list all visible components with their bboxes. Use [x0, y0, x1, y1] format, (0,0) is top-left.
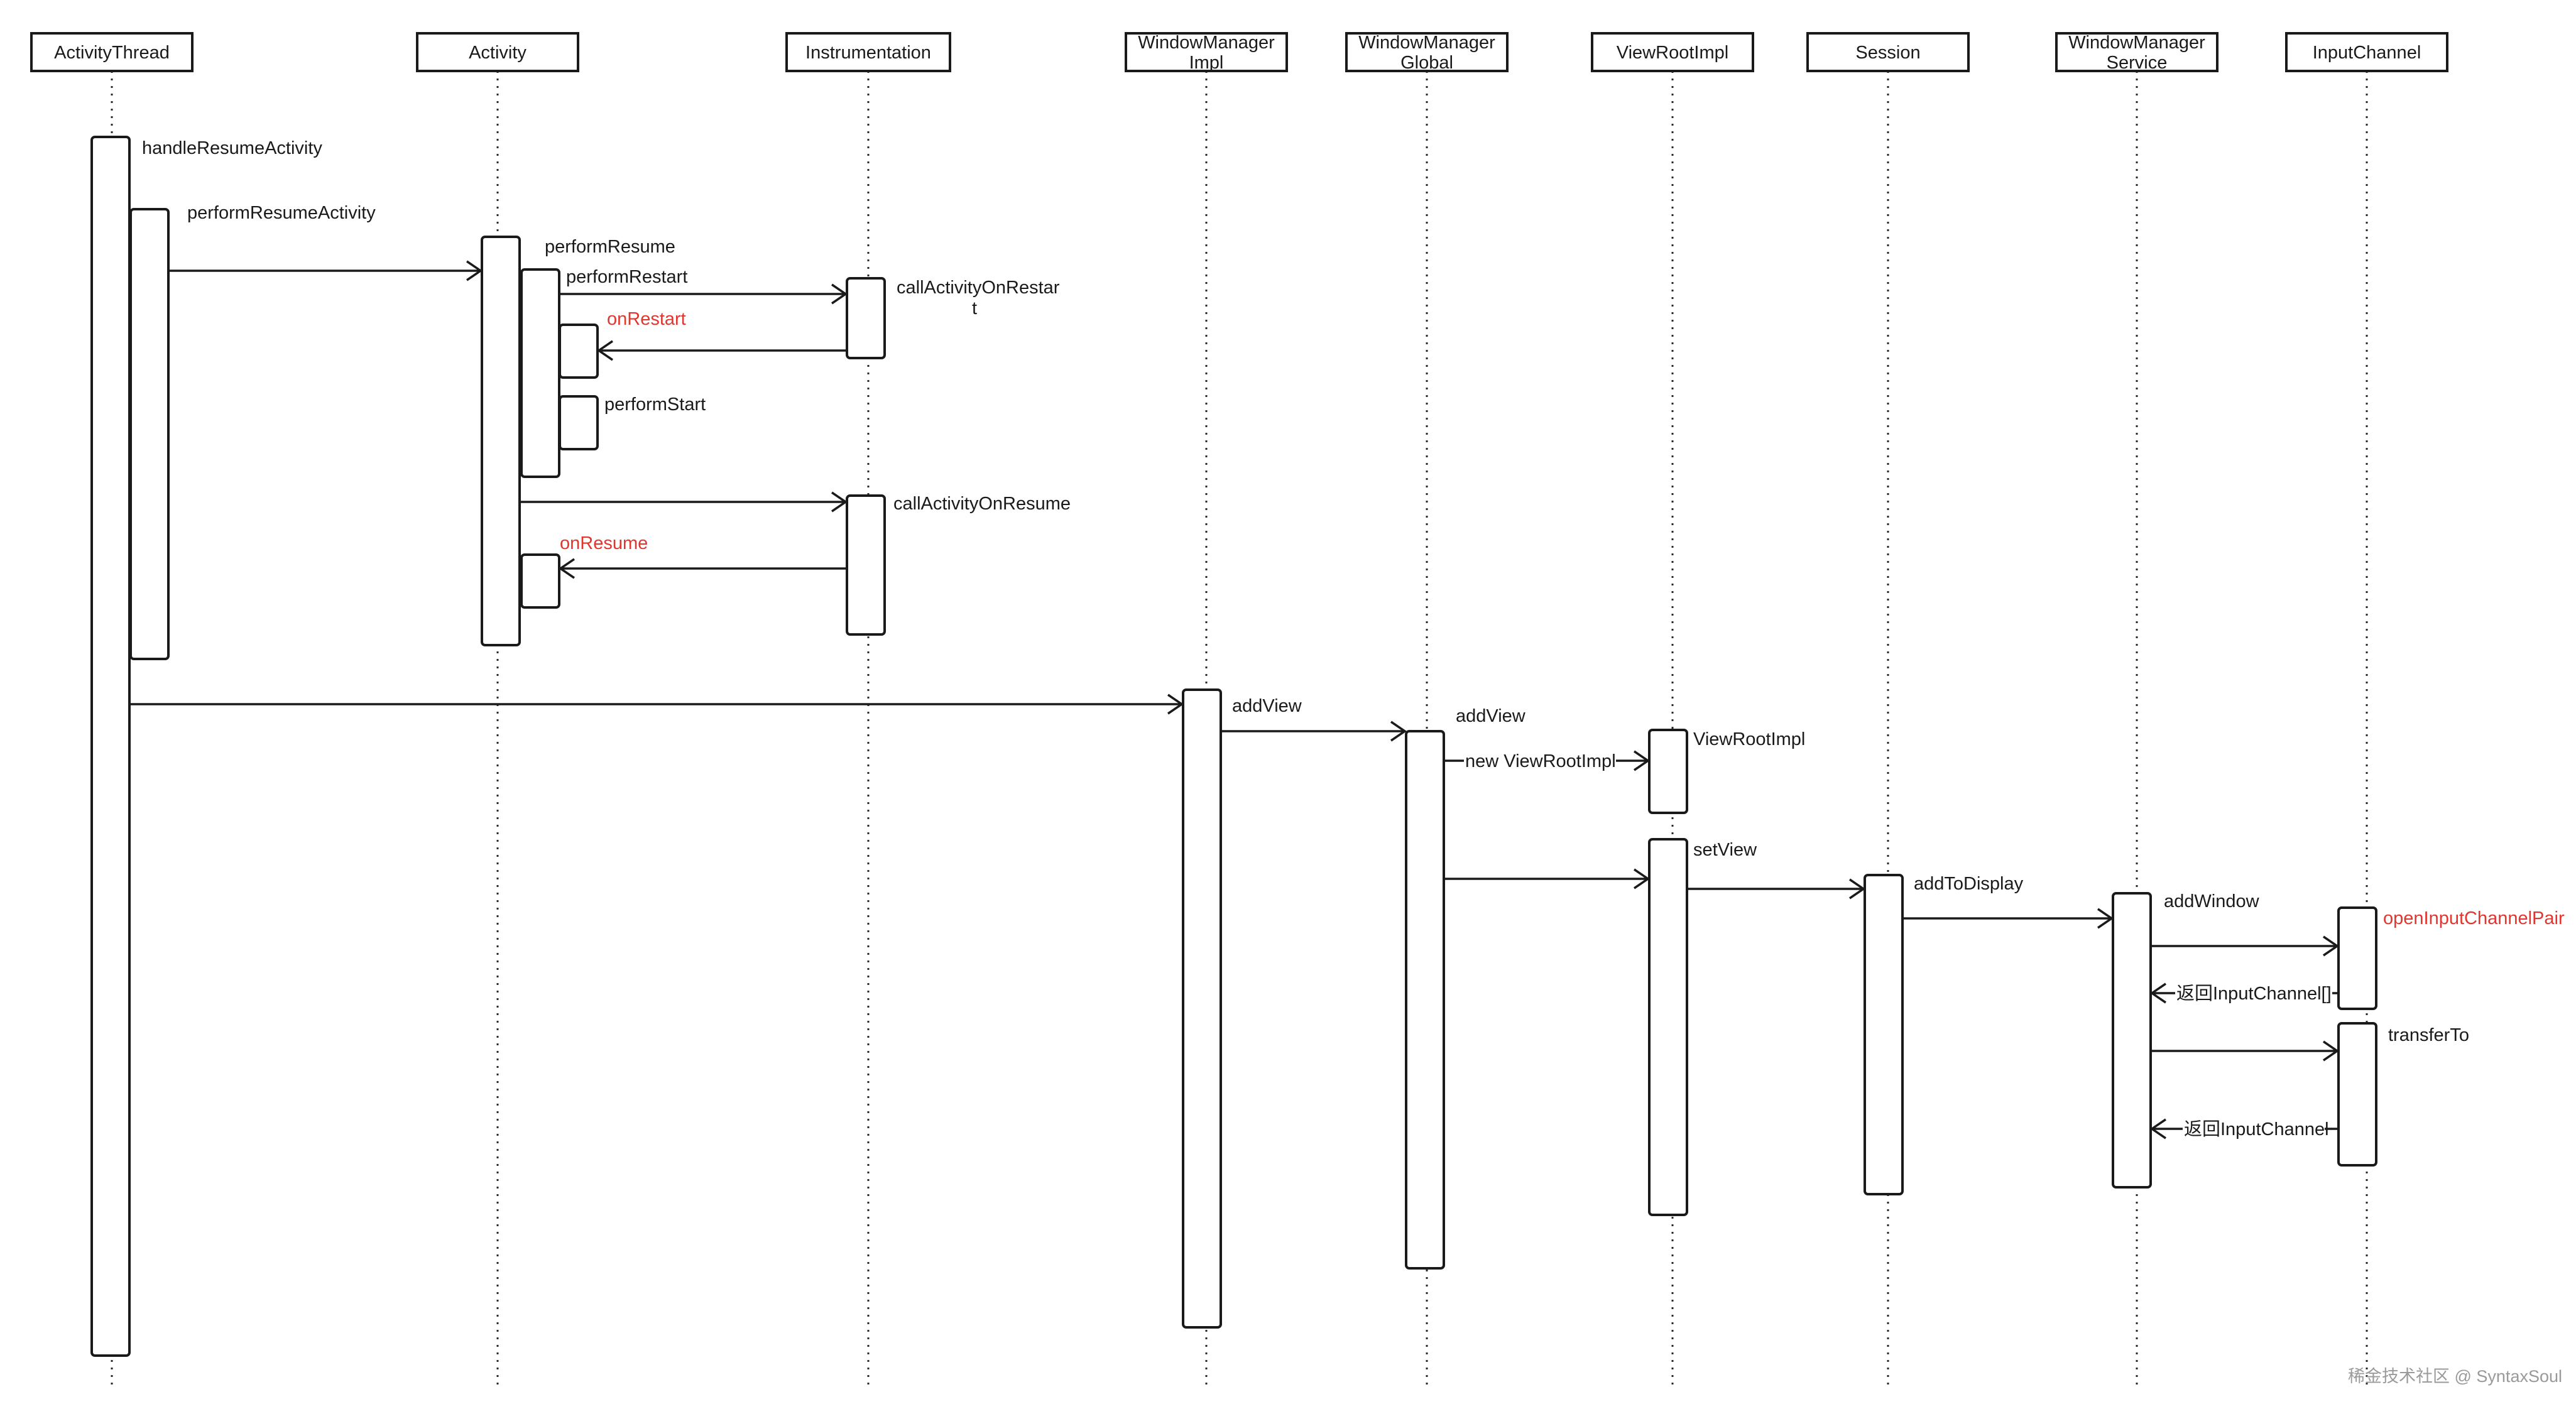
- label-new-view-root-impl: new ViewRootImpl: [1465, 751, 1616, 771]
- arrow-add-window: [1902, 908, 2114, 929]
- participant-input-channel: InputChannel: [2285, 32, 2448, 72]
- watermark: 稀金技术社区 @ SyntaxSoul: [2348, 1367, 2562, 1386]
- participant-label: InputChannel: [2313, 43, 2421, 63]
- label-perform-restart: performRestart: [566, 267, 687, 287]
- label-open-input-channel-pair: openInputChannelPair: [2383, 908, 2565, 928]
- activation-set-view: [1648, 838, 1688, 1216]
- arrow-return-input-channel-array: [2149, 982, 2339, 1004]
- label-add-window: addWindow: [2164, 891, 2260, 911]
- participant-label-line-2: Service: [2107, 53, 2168, 73]
- label-add-view-impl: addView: [1232, 696, 1302, 716]
- arrow-add-to-display: [1687, 878, 1866, 900]
- lifelines: [111, 71, 2368, 1388]
- activations: [90, 136, 2377, 1357]
- messages: [129, 260, 2340, 1140]
- label-add-to-display: addToDisplay: [1914, 874, 2024, 894]
- label-view-root-impl-created: ViewRootImpl: [1693, 729, 1805, 749]
- arrow-on-restart: [596, 340, 847, 361]
- participant-label: ActivityThread: [54, 43, 170, 63]
- activation-open-input-channel-pair: [2337, 906, 2377, 1010]
- activation-perform-restart: [520, 268, 560, 478]
- label-transfer-to: transferTo: [2388, 1025, 2469, 1045]
- activation-on-resume: [520, 553, 560, 609]
- label-return-input-channel-array: 返回InputChannel[]: [2176, 984, 2332, 1004]
- activation-handle-resume-activity: [90, 136, 131, 1357]
- activation-perform-start: [559, 395, 599, 450]
- participant-instrumentation: Instrumentation: [785, 32, 951, 72]
- participant-wm-impl: WindowManager Impl: [1125, 32, 1288, 73]
- arrow-on-resume: [558, 558, 847, 579]
- participant-label-line-2: Impl: [1189, 53, 1224, 73]
- activation-wm-impl-add-view: [1182, 688, 1222, 1329]
- arrow-new-view-root-impl: [1444, 750, 1651, 771]
- arrow-transfer-to: [2151, 1040, 2340, 1062]
- label-call-activity-on-resume: callActivityOnResume: [893, 494, 1071, 514]
- label-call-activity-on-restart-wrap: t: [972, 298, 977, 318]
- participant-label-line-2: Global: [1400, 53, 1453, 73]
- participant-label: Activity: [469, 43, 527, 63]
- arrow-set-view: [1444, 868, 1651, 889]
- participant-wm-global: WindowManager Global: [1345, 32, 1509, 73]
- participant-label-line-1: WindowManager: [2068, 33, 2205, 53]
- participant-activity: Activity: [416, 32, 579, 72]
- arrow-call-activity-on-restart: [559, 283, 848, 305]
- participant-session: Session: [1806, 32, 1970, 72]
- activation-transfer-to: [2337, 1022, 2377, 1167]
- arrow-return-input-channel: [2149, 1118, 2339, 1140]
- activation-wm-global-add-view: [1405, 730, 1445, 1270]
- arrow-open-input-channel-pair: [2151, 935, 2340, 957]
- participant-label: Instrumentation: [805, 43, 931, 63]
- label-return-input-channel: 返回InputChannel: [2184, 1119, 2329, 1140]
- activation-call-activity-on-restart: [846, 277, 886, 359]
- activation-perform-resume-activity: [129, 208, 170, 660]
- participant-activity-thread: ActivityThread: [30, 32, 194, 72]
- activation-view-root-impl-constructor: [1648, 729, 1688, 814]
- label-on-restart: onRestart: [607, 309, 686, 329]
- participant-label-line-1: WindowManager: [1358, 33, 1495, 53]
- participant-label-line-1: WindowManager: [1138, 33, 1275, 53]
- arrow-add-view-impl: [129, 694, 1184, 715]
- label-perform-resume-activity: performResumeActivity: [187, 203, 376, 223]
- label-on-resume: onResume: [560, 533, 648, 553]
- activation-add-window: [2112, 892, 2152, 1189]
- participant-label: Session: [1855, 43, 1920, 63]
- label-perform-start: performStart: [604, 394, 706, 415]
- message-labels: handleResumeActivity performResumeActivi…: [142, 138, 2565, 1140]
- label-perform-resume: performResume: [545, 237, 675, 257]
- label-set-view: setView: [1693, 840, 1757, 860]
- participant-label: ViewRootImpl: [1617, 43, 1728, 63]
- arrow-call-activity-on-resume: [520, 491, 848, 513]
- arrow-add-view-global: [1221, 721, 1407, 742]
- activation-on-restart: [559, 324, 599, 379]
- label-call-activity-on-restart: callActivityOnRestar: [897, 278, 1060, 298]
- participant-wm-service: WindowManager Service: [2055, 32, 2219, 73]
- activation-perform-resume: [481, 236, 521, 646]
- participant-view-root-impl: ViewRootImpl: [1591, 32, 1754, 72]
- activation-add-to-display: [1864, 874, 1904, 1195]
- label-add-view-global: addView: [1456, 706, 1526, 726]
- label-handle-resume-activity: handleResumeActivity: [142, 138, 322, 158]
- arrow-perform-resume: [168, 260, 483, 281]
- activation-call-activity-on-resume: [846, 494, 886, 636]
